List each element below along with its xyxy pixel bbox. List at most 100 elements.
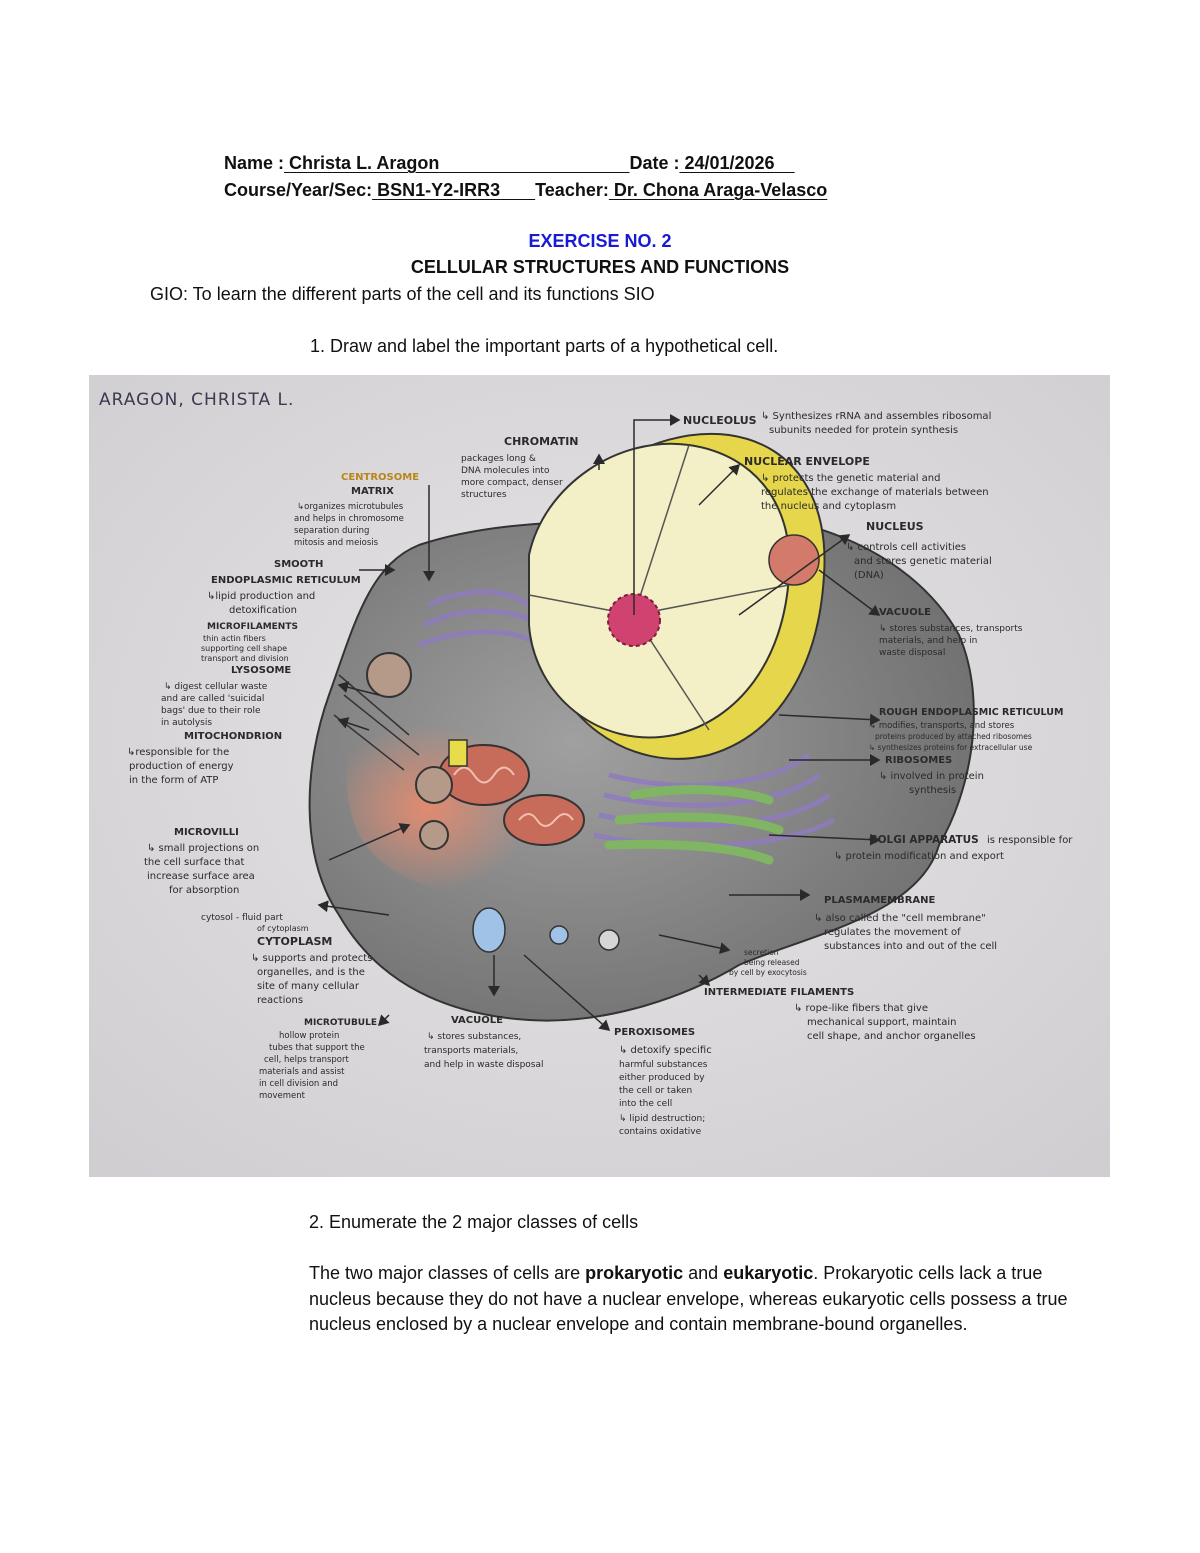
lysosome-desc-1: ↳ digest cellular waste: [164, 682, 268, 692]
leader-lines: [317, 414, 881, 1031]
cytoplasm-desc-3: site of many cellular: [257, 981, 360, 992]
microvilli-desc-4: for absorption: [169, 885, 239, 896]
intermediate-title: INTERMEDIATE FILAMENTS: [704, 987, 854, 998]
prokaryotic-term: prokaryotic: [585, 1263, 684, 1283]
smooth-er-title-1: SMOOTH: [274, 559, 323, 570]
nuclear-envelope-title: NUCLEAR ENVELOPE: [744, 455, 870, 468]
vacuoles: [472, 907, 569, 953]
vacuole-bottom-desc-2: transports materials,: [424, 1046, 518, 1056]
question-2: 2. Enumerate the 2 major classes of cell…: [309, 1212, 639, 1232]
microtubule-desc-3: cell, helps transport: [264, 1055, 349, 1065]
date-label: Date :: [629, 153, 680, 173]
ribosomes-title: RIBOSOMES: [885, 755, 952, 766]
centrosome-desc-3: separation during: [294, 526, 369, 536]
microfilaments-desc-3: transport and division: [201, 654, 289, 663]
course-teacher-line: Course/Year/Sec: BSN1-Y2-IRR3 Teacher: D…: [224, 180, 827, 201]
vacuole-bottom-desc-3: and help in waste disposal: [424, 1060, 544, 1070]
centrosome-title-2: MATRIX: [351, 486, 394, 497]
microfilaments-desc-1: thin actin fibers: [203, 634, 266, 643]
right-vacuole: [768, 534, 820, 586]
golgi-desc-1: ↳ protein modification and export: [834, 851, 1004, 862]
microtubule-desc-2: tubes that support the: [269, 1043, 365, 1053]
peroxisomes-desc-5: into the cell: [619, 1099, 672, 1109]
ribosomes-desc-1: ↳ involved in protein: [879, 771, 984, 782]
secretion-desc-2: being released: [744, 958, 800, 967]
chromatin-desc-1: packages long &: [461, 454, 536, 464]
cytosol-desc-1: cytosol - fluid part: [201, 913, 283, 923]
nucleus-desc-1: ↳ controls cell activities: [846, 542, 966, 553]
microvilli-desc-2: the cell surface that: [144, 857, 244, 868]
exercise-number: EXERCISE NO. 2: [528, 231, 672, 251]
intermediate-desc-2: mechanical support, maintain: [807, 1017, 956, 1028]
nuclear-envelope-desc-1: ↳ protects the genetic material and: [761, 473, 940, 484]
ribosomes-desc-2: synthesis: [909, 785, 956, 796]
mitochondrion-title: MITOCHONDRION: [184, 731, 282, 742]
nuclear-envelope-desc-3: the nucleus and cytoplasm: [761, 501, 896, 512]
microvilli-desc-1: ↳ small projections on: [147, 843, 259, 854]
centrosome-desc-1: ↳organizes microtubules: [297, 502, 404, 512]
lysosome-desc-2: and are called 'suicidal: [161, 694, 264, 704]
peroxisomes-desc-7: contains oxidative: [619, 1127, 702, 1137]
rough-er-title: ROUGH ENDOPLASMIC RETICULUM: [879, 707, 1063, 718]
question-1: 1. Draw and label the important parts of…: [310, 336, 779, 356]
centrosome-desc-4: mitosis and meiosis: [294, 538, 379, 548]
answer-paragraph: The two major classes of cells are proka…: [309, 1263, 1068, 1334]
nucleus-title: NUCLEUS: [866, 520, 924, 533]
plasma-membrane-desc-1: ↳ also called the "cell membrane": [814, 913, 986, 924]
golgi-title: GOLGI APPARATUS: [869, 834, 979, 846]
cytoplasm-title: CYTOPLASM: [257, 935, 332, 948]
microvilli-desc-3: increase surface area: [147, 871, 255, 882]
golgi-desc-0: is responsible for: [987, 835, 1073, 846]
peroxisomes-desc-1: ↳ detoxify specific: [619, 1045, 712, 1056]
chromatin-title: CHROMATIN: [504, 435, 579, 448]
rough-er-desc-2: proteins produced by attached ribosomes: [875, 732, 1032, 741]
secretion-desc-1: secretion: [744, 948, 779, 957]
peroxisomes-desc-4: the cell or taken: [619, 1086, 692, 1096]
intermediate-desc-3: cell shape, and anchor organelles: [807, 1031, 976, 1042]
vacuole-bottom-title: VACUOLE: [451, 1015, 503, 1026]
vacuole-right-desc-1: ↳ stores substances, transports: [879, 624, 1023, 634]
golgi-apparatus: [604, 785, 784, 865]
vacuole-right-title: VACUOLE: [879, 607, 931, 618]
chromatin-desc-4: structures: [461, 490, 507, 500]
vacuole-bottom-desc-1: ↳ stores substances,: [427, 1032, 521, 1042]
mitochondrion-desc-3: in the form of ATP: [129, 775, 218, 786]
plasma-membrane-title: PLASMAMEMBRANE: [824, 895, 935, 906]
nucleus-desc-3: (DNA): [854, 570, 884, 581]
peroxisomes-title: PEROXISOMES: [614, 1027, 695, 1038]
lysosome-title: LYSOSOME: [231, 665, 291, 676]
microtubule-desc-1: hollow protein: [279, 1031, 339, 1041]
name-date-line: Name : Christa L. Aragon Date : 24/01/20…: [224, 153, 795, 174]
cytoplasm-desc-4: reactions: [257, 995, 303, 1006]
centrosome: [448, 739, 468, 767]
microtubule-desc-6: movement: [259, 1091, 306, 1101]
date-value: 24/01/2026: [684, 153, 775, 173]
microvilli-title: MICROVILLI: [174, 827, 239, 838]
teacher-value: Dr. Chona Araga-Velasco: [613, 180, 828, 200]
centrosome-title-1: CENTROSOME: [341, 472, 419, 483]
vacuole-right-desc-3: waste disposal: [879, 648, 945, 658]
peroxisomes-desc-6: ↳ lipid destruction;: [619, 1114, 705, 1124]
cell-drawing-photo: ARAGON, CHRISTA L. NUCLEOLUS ↳ Synthesiz…: [89, 375, 1110, 1177]
peroxisomes-desc-2: harmful substances: [619, 1060, 708, 1070]
name-value: Christa L. Aragon: [289, 153, 440, 173]
centrosome-desc-2: and helps in chromosome: [294, 514, 404, 524]
microfilaments-desc-2: supporting cell shape: [201, 644, 287, 653]
name-label: Name :: [224, 153, 285, 173]
eukaryotic-term: eukaryotic: [723, 1263, 814, 1283]
rough-er-desc-3: ↳ synthesizes proteins for extracellular…: [869, 743, 1033, 752]
rough-er-desc-1: ↳ modifies, transports, and stores: [869, 721, 1015, 731]
microtubule-desc-5: in cell division and: [259, 1079, 338, 1089]
cytoplasm-desc-2: organelles, and is the: [257, 967, 365, 978]
lysosome-desc-3: bags' due to their role: [161, 706, 261, 716]
secretion-vesicle: [598, 929, 620, 951]
cytosol-desc-2: of cytoplasm: [257, 924, 309, 933]
smooth-er-desc-1: ↳lipid production and: [207, 591, 315, 602]
mitochondrion-desc-1: ↳responsible for the: [127, 747, 229, 758]
chromatin-desc-3: more compact, denser: [461, 478, 563, 488]
nucleolus-title: NUCLEOLUS: [683, 414, 757, 427]
exercise-title: CELLULAR STRUCTURES AND FUNCTIONS: [410, 257, 790, 277]
peroxisomes-desc-3: either produced by: [619, 1073, 705, 1083]
plasma-membrane-desc-3: substances into and out of the cell: [824, 941, 997, 952]
teacher-label: Teacher:: [535, 180, 609, 200]
